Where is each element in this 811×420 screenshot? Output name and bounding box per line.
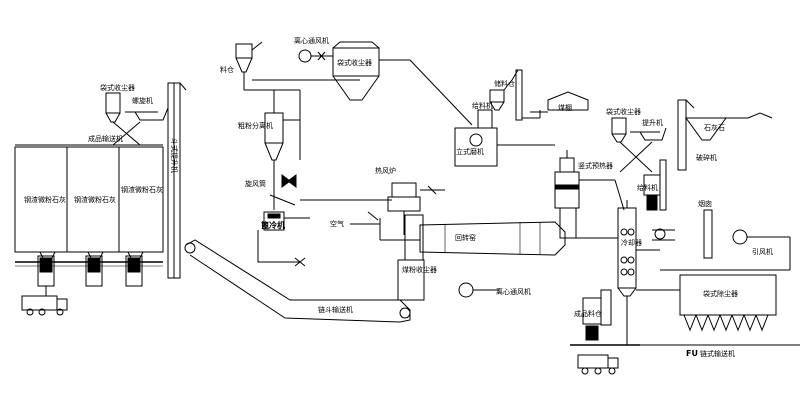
screw-left-label: 螺旋机: [132, 96, 153, 105]
truck-left: [21, 295, 68, 316]
feeder-right-label: 给料机: [637, 183, 658, 192]
feeder-mid-label: 给料机: [472, 101, 493, 110]
right-feeder: 给料机: [637, 159, 675, 241]
top-cyclone: 料仓: [220, 41, 263, 90]
cooler: 冷却器: [617, 200, 642, 345]
mid-hopper: 储料仓: [489, 69, 540, 121]
fu-label: FU: [686, 349, 698, 358]
fan-top-label: 离心通风机: [294, 36, 329, 45]
bottom-bin: 成品料仓: [570, 289, 640, 375]
rotary-kiln: 回转窑 煤粉收尘器: [397, 214, 566, 301]
kiln-label: 回转窑: [455, 233, 476, 242]
hot-gen-label: 热风炉: [375, 166, 396, 175]
right-silo: 石灰石 破碎机: [685, 112, 773, 162]
valves: [269, 174, 297, 206]
silo-right-label: 石灰石: [704, 123, 725, 132]
left-dust-collector: 袋式收尘器 螺旋机: [100, 83, 169, 146]
bag-filter-label: 袋式除尘器: [703, 289, 738, 298]
mid-fan: 离心通风机: [458, 282, 531, 298]
top-fan: 离心通风机: [294, 36, 333, 63]
powder-separator: 粗粉分离机 旋风筒: [238, 90, 300, 210]
bag-filter: 袋式除尘器: [660, 269, 777, 332]
cooler-label: 冷却器: [621, 238, 642, 247]
pump-block: 篦冷机: [257, 211, 310, 267]
left-elevator: 斗式提升机: [167, 82, 187, 279]
elevator-left-label: 斗式提升机: [170, 138, 179, 173]
stack-fan: 烟囱 引风机: [698, 199, 791, 271]
bin-mid-label: 储料仓: [494, 79, 515, 88]
crusher-label: 破碎机: [696, 153, 717, 162]
pump-label: 篦冷机: [261, 220, 285, 230]
air-inlet: 空气: [330, 211, 420, 241]
silo-label-3: 钢渣微粉石灰: [121, 185, 163, 194]
discharge-rail: [15, 255, 163, 296]
connections: [300, 110, 660, 251]
shed-label: 煤棚: [558, 103, 572, 112]
fan-mid-label: 离心通风机: [496, 287, 531, 296]
fu-conveyor: FU 链式输送机: [627, 289, 800, 358]
conveyor-label: 链斗输送机: [318, 305, 353, 314]
vertical-mill: 立式磨机 给料机: [454, 101, 498, 167]
cyclone-label: 旋风筒: [245, 179, 266, 188]
preheater-label: 竖式预热器: [578, 161, 613, 170]
right-feeding: 袋式收尘器 提升机: [606, 99, 695, 173]
silo-group: 钢渣微粉石灰 钢渣微粉石灰 钢渣微粉石灰 成品输送机: [14, 134, 164, 263]
bin-bottom-label: 成品料仓: [574, 309, 602, 318]
bucket-right-label: 提升机: [642, 118, 663, 127]
silo-label-2: 钢渣微粉石灰: [74, 195, 116, 204]
hopper-top-label: 料仓: [220, 65, 234, 74]
coal-mill-dust-label: 煤粉收尘器: [402, 265, 437, 274]
silo-label-1: 钢渣微粉石灰: [24, 195, 66, 204]
stack-label: 烟囱: [698, 199, 712, 208]
hot-generator: 热风炉: [375, 166, 445, 235]
coal-shed: 煤棚: [530, 91, 589, 113]
fan-right-label: 引风机: [752, 247, 773, 256]
dust-right-label: 袋式收尘器: [606, 107, 641, 116]
top-dust-collector: 袋式收尘器: [332, 41, 473, 126]
air-label: 空气: [330, 219, 344, 228]
dust-top-label: 袋式收尘器: [337, 58, 372, 67]
mill-label: 立式磨机: [456, 147, 484, 156]
separator-label: 粗粉分离机: [238, 121, 273, 130]
dust-left-label: 袋式收尘器: [100, 83, 135, 92]
preheater: 竖式预热器: [554, 150, 625, 239]
chain-conveyor: 链斗输送机: [184, 239, 411, 323]
fu-suffix-label: 链式输送机: [700, 349, 735, 358]
silo-top-label: 成品输送机: [88, 134, 123, 143]
